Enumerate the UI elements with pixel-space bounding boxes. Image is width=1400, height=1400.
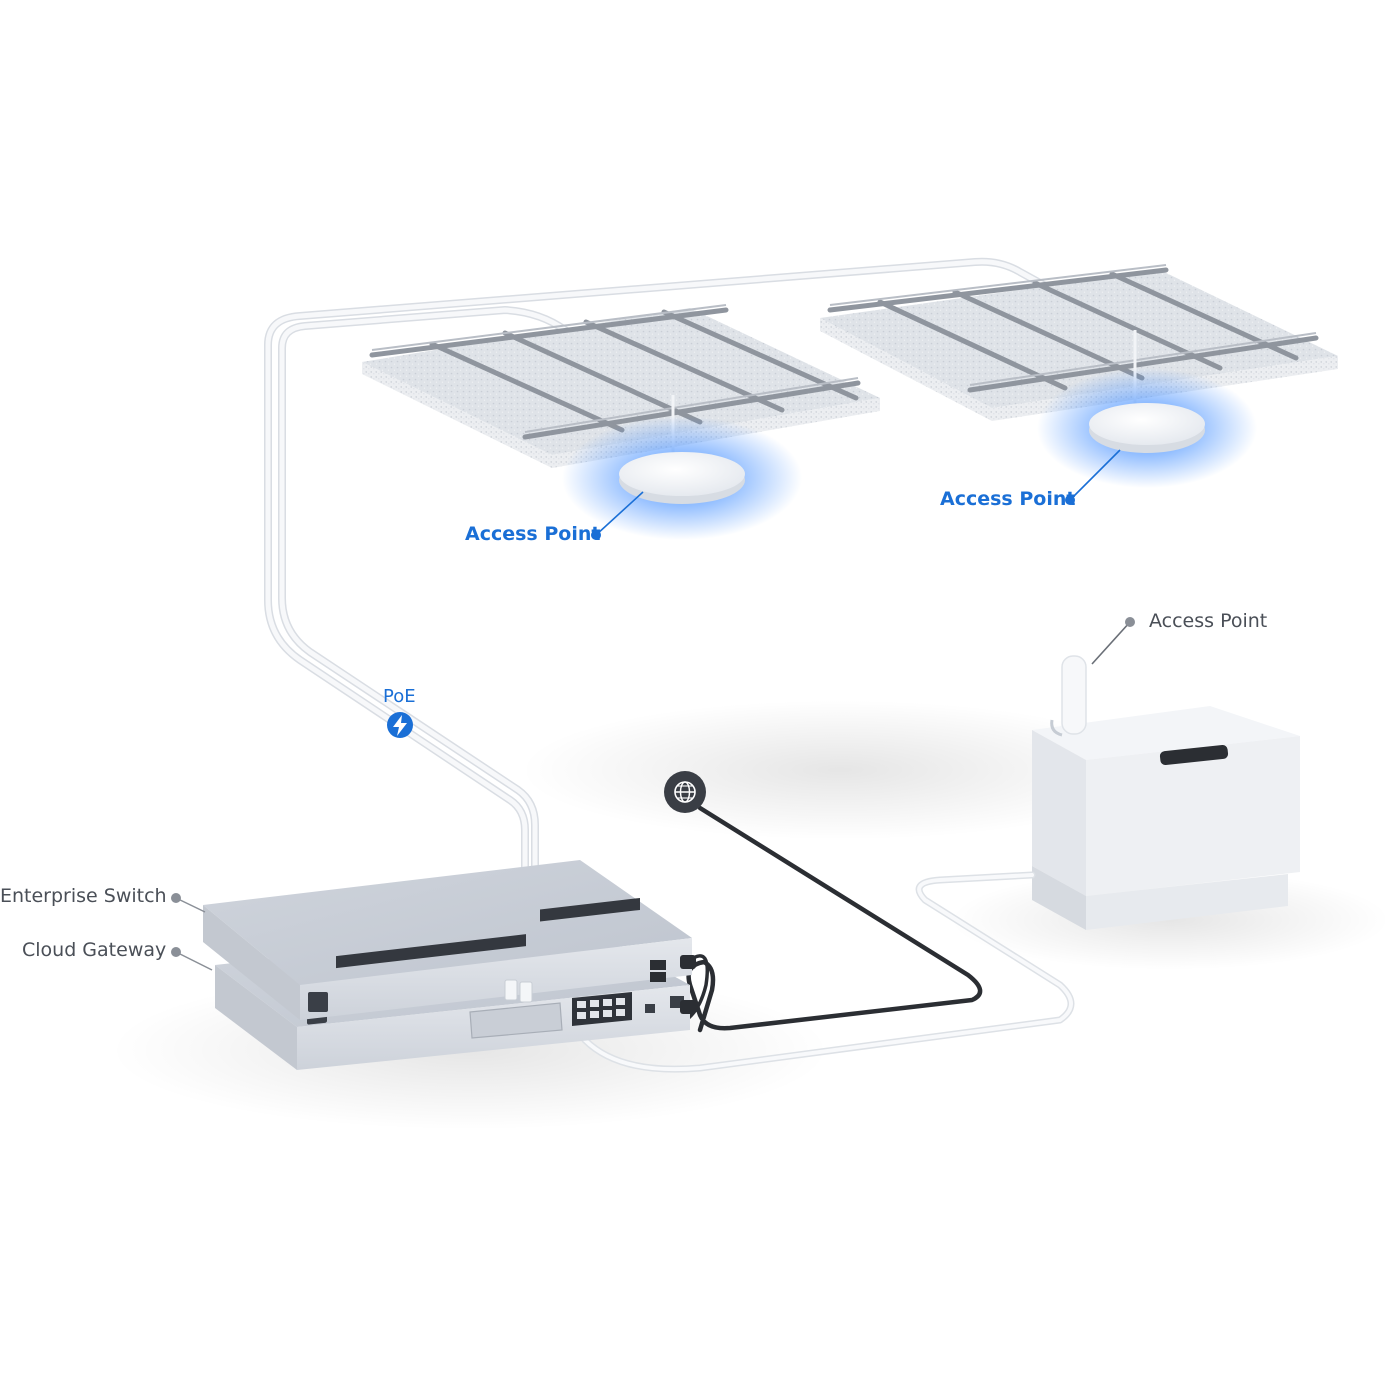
poe-cable-ceiling <box>264 257 1114 994</box>
ap-leader-lines <box>591 449 1121 540</box>
access-point-label-outdoor: Access Point <box>1149 610 1268 632</box>
access-point-ceiling-right <box>1037 368 1257 488</box>
globe-icon <box>664 771 706 813</box>
cable-connectors <box>504 955 696 1014</box>
rack-leader-lines <box>171 893 213 971</box>
access-point-ceiling-left <box>562 416 802 540</box>
cloud-gateway-label: Cloud Gateway <box>22 939 167 961</box>
enterprise-switch-label: Enterprise Switch <box>0 885 167 907</box>
enterprise-switch-device <box>203 860 692 1020</box>
poe-label: PoE <box>383 686 416 707</box>
access-point-label-left: Access Point <box>465 523 601 545</box>
lightning-bolt-icon <box>387 712 413 738</box>
access-point-outdoor-box <box>1032 617 1300 930</box>
cable-box-to-gateway <box>566 871 1075 1073</box>
access-point-label-right: Access Point <box>940 488 1076 510</box>
